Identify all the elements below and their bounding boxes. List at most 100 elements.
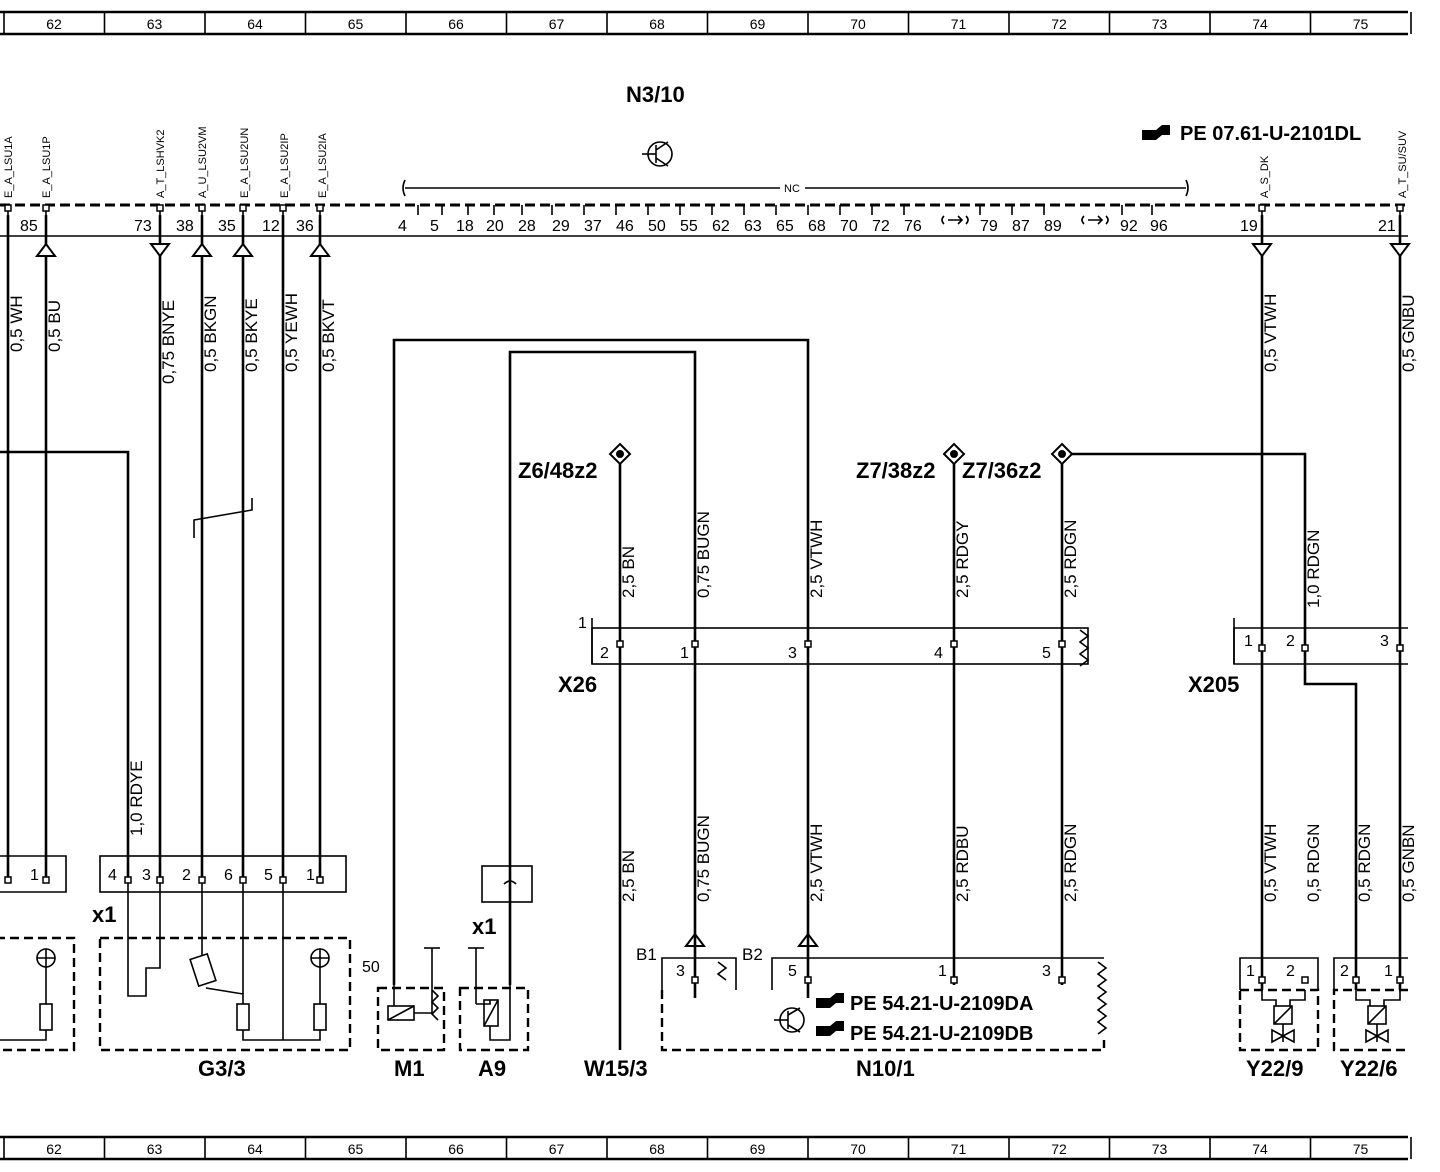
- svg-text:0,5 BKGN: 0,5 BKGN: [201, 295, 220, 372]
- svg-text:37: 37: [584, 218, 602, 235]
- nc-label: NC: [784, 183, 800, 195]
- svg-text:2,5 VTWH: 2,5 VTWH: [807, 824, 826, 902]
- svg-text:62: 62: [712, 218, 730, 235]
- svg-text:35: 35: [218, 218, 236, 235]
- pin-contact: [42, 876, 50, 884]
- grid-column-label: 64: [247, 16, 263, 32]
- wire-labels-middle: 2,5 BN 0,75 BUGN 2,5 VTWH 2,5 RDGY 2,5 R…: [619, 511, 1418, 902]
- grid-column-label: 73: [1152, 1141, 1168, 1157]
- y22-6-connector: [1333, 957, 1408, 990]
- n10-1-pin: 3: [676, 963, 685, 980]
- pin-contact: [1301, 644, 1309, 652]
- svg-text:2,5 RDGY: 2,5 RDGY: [953, 521, 972, 598]
- svg-text:1,0 RDYE: 1,0 RDYE: [127, 760, 146, 836]
- y22-6-box: [1332, 988, 1408, 1052]
- g3-3-internals: [127, 880, 330, 1041]
- svg-text:0,5 BKYE: 0,5 BKYE: [242, 298, 261, 372]
- left-pin: 5: [264, 867, 273, 884]
- svg-text:5: 5: [430, 218, 439, 235]
- n10-1-pin: 3: [1042, 963, 1051, 980]
- b1-label: B1: [636, 945, 657, 964]
- pin-contact: [156, 876, 164, 884]
- svg-text:E_A_LSU2IP: E_A_LSU2IP: [279, 133, 291, 198]
- pin-contact: [198, 876, 206, 884]
- grid-column-label: 70: [850, 16, 866, 32]
- grid-column-label: 69: [750, 16, 766, 32]
- pin-contact: [4, 876, 12, 884]
- twisted-pair-mark: [193, 498, 253, 538]
- pin-contact: [691, 640, 699, 648]
- grid-column-label: 73: [1152, 16, 1168, 32]
- pin-contacts: [4, 204, 1404, 984]
- pin-contact: [42, 204, 50, 212]
- grid-column-label: 72: [1051, 16, 1067, 32]
- grid-column-label: 75: [1353, 16, 1369, 32]
- a9-relay-icon: [468, 902, 511, 1041]
- svg-text:0,5 BU: 0,5 BU: [45, 300, 64, 352]
- grid-column-label: 65: [348, 16, 364, 32]
- svg-text:E_A_LSU1P: E_A_LSU1P: [41, 136, 53, 198]
- svg-text:73: 73: [134, 218, 152, 235]
- x26-pin-label: 1: [578, 615, 587, 632]
- pin-contact: [1396, 976, 1404, 984]
- pin-contact: [198, 204, 206, 212]
- grid-column-label: 75: [1353, 1141, 1369, 1157]
- grid-column-label: 63: [147, 16, 163, 32]
- module-reference: PE 07.61-U-2101DL: [1180, 123, 1361, 145]
- pin-contact: [239, 204, 247, 212]
- w15-3-label: W15/3: [584, 1056, 648, 1081]
- pointing-hand-icon: [816, 993, 844, 1036]
- terminal-50-label: 50: [362, 959, 380, 976]
- left-component-internals: [0, 948, 56, 1041]
- pin-contact: [239, 876, 247, 884]
- junction-z6-48z2: Z6/48z2: [518, 458, 598, 483]
- y22-9-label: Y22/9: [1246, 1056, 1304, 1081]
- pin-contact: [616, 640, 624, 648]
- svg-text:1,0 RDGN: 1,0 RDGN: [1304, 530, 1323, 608]
- pin-jumper-icons: [941, 215, 1109, 225]
- pin-contact: [1352, 976, 1360, 984]
- n10-1-connector: [661, 957, 1108, 1035]
- svg-text:2,5 RDBU: 2,5 RDBU: [953, 825, 972, 902]
- svg-text:2,5 BN: 2,5 BN: [619, 850, 638, 902]
- svg-text:68: 68: [808, 218, 826, 235]
- n10-1-pin: 5: [788, 963, 797, 980]
- n10-1-box: [660, 990, 1106, 1052]
- grid-column-label: 68: [649, 1141, 665, 1157]
- svg-text:0,75 BUGN: 0,75 BUGN: [694, 815, 713, 902]
- x26-pin: 1: [680, 645, 689, 662]
- m1-label: M1: [394, 1056, 425, 1081]
- svg-text:85: 85: [20, 218, 38, 235]
- grid-column-label: 66: [448, 1141, 464, 1157]
- svg-text:4: 4: [398, 218, 407, 235]
- pin-contact: [279, 204, 287, 212]
- n10-1-reference-1: PE 54.21-U-2109DA: [850, 993, 1033, 1015]
- module-pin-numbers: 85 73 38 35 12 36 4 5 18 20 28 29 37 46 …: [20, 218, 1396, 235]
- pointing-hand-icon: [1142, 125, 1170, 140]
- connector-x1-a9: x1: [472, 914, 496, 939]
- y22-6-valve-icon: [1355, 990, 1401, 1044]
- pin-contact: [316, 876, 324, 884]
- y22-6-pin: 1: [1384, 963, 1393, 980]
- n10-1-transistor-icon: [774, 1007, 805, 1033]
- pin-contact: [804, 640, 812, 648]
- connector-x1-left: x1: [92, 902, 116, 927]
- wire-labels-upper: 0,5 WH 0,5 BU 0,75 BNYE 0,5 BKGN 0,5 BKY…: [7, 293, 1418, 836]
- left-connector-a: [0, 855, 67, 893]
- svg-text:46: 46: [616, 218, 634, 235]
- grid-column-label: 71: [951, 16, 967, 32]
- pin-contact: [950, 976, 958, 984]
- svg-text:92: 92: [1120, 218, 1138, 235]
- svg-text:96: 96: [1150, 218, 1168, 235]
- pin-contact: [1396, 644, 1404, 652]
- grid-column-label: 67: [549, 16, 565, 32]
- svg-text:A_U_LSU2VM: A_U_LSU2VM: [197, 126, 209, 198]
- wires-left: [0, 215, 1402, 990]
- svg-text:0,5 GNBN: 0,5 GNBN: [1399, 825, 1418, 902]
- svg-text:0,5 RDGN: 0,5 RDGN: [1355, 824, 1374, 902]
- pin-contact: [1058, 976, 1066, 984]
- x205-pin: 3: [1380, 633, 1389, 650]
